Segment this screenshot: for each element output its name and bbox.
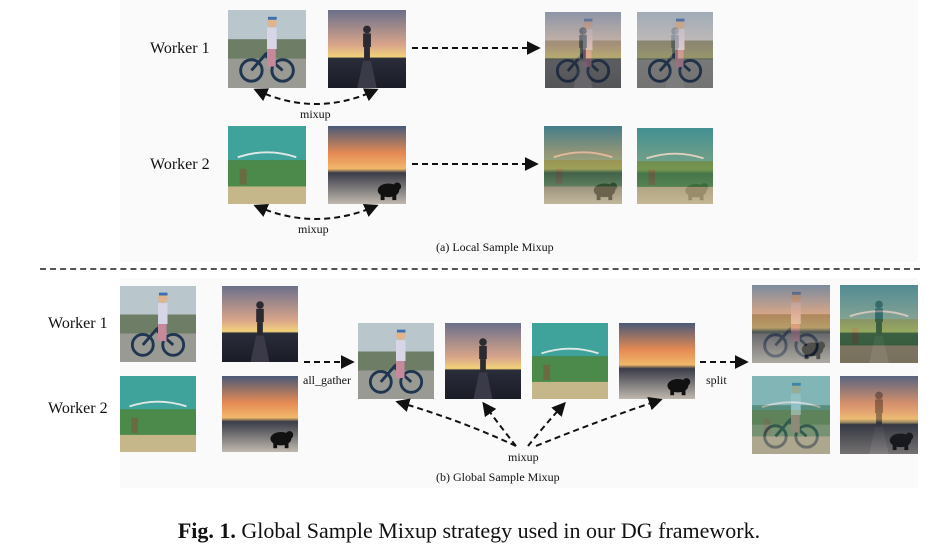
caption-local-mixup: (a) Local Sample Mixup — [436, 240, 554, 254]
worker2-image-bear-a — [328, 126, 406, 204]
worker2-label-b: Worker 2 — [48, 400, 108, 417]
mixup-label-2a: mixup — [298, 222, 329, 236]
split-output-1 — [752, 285, 830, 363]
worker1-image-sunset-a — [328, 10, 406, 88]
split-output-2 — [840, 285, 918, 363]
gathered-image-green — [531, 323, 609, 399]
mixed-output-3a — [543, 126, 623, 204]
worker1-label-b: Worker 1 — [48, 315, 108, 332]
gathered-image-bike — [357, 323, 435, 399]
caption-global-mixup: (b) Global Sample Mixup — [436, 470, 560, 484]
all-gather-label: all_gather — [303, 373, 351, 387]
figure-label: Fig. 1. — [177, 518, 236, 543]
split-output-4 — [840, 376, 918, 454]
mixed-output-4a — [637, 128, 713, 204]
worker2-image-bear-b — [222, 376, 298, 452]
worker1-image-sunset-b — [222, 286, 298, 362]
worker2-label-a: Worker 2 — [150, 156, 210, 173]
worker1-image-bike-b — [120, 286, 196, 362]
worker1-image-bike-a — [228, 10, 306, 88]
section-divider — [40, 268, 920, 270]
split-label: split — [706, 373, 727, 387]
worker2-image-green-b — [120, 376, 196, 452]
mixup-label-1a: mixup — [300, 107, 331, 121]
mixed-output-2a — [637, 12, 713, 88]
worker2-image-green-a — [228, 126, 306, 204]
mixup-label-b: mixup — [508, 450, 539, 464]
worker1-label-a: Worker 1 — [150, 40, 210, 57]
figure-caption: Fig. 1. Global Sample Mixup strategy use… — [0, 518, 938, 544]
gathered-image-bear — [618, 323, 696, 399]
mixed-output-1a — [544, 12, 622, 88]
gathered-image-sunset — [444, 323, 522, 399]
figure-caption-text: Global Sample Mixup strategy used in our… — [241, 518, 761, 543]
split-output-3 — [752, 376, 830, 454]
